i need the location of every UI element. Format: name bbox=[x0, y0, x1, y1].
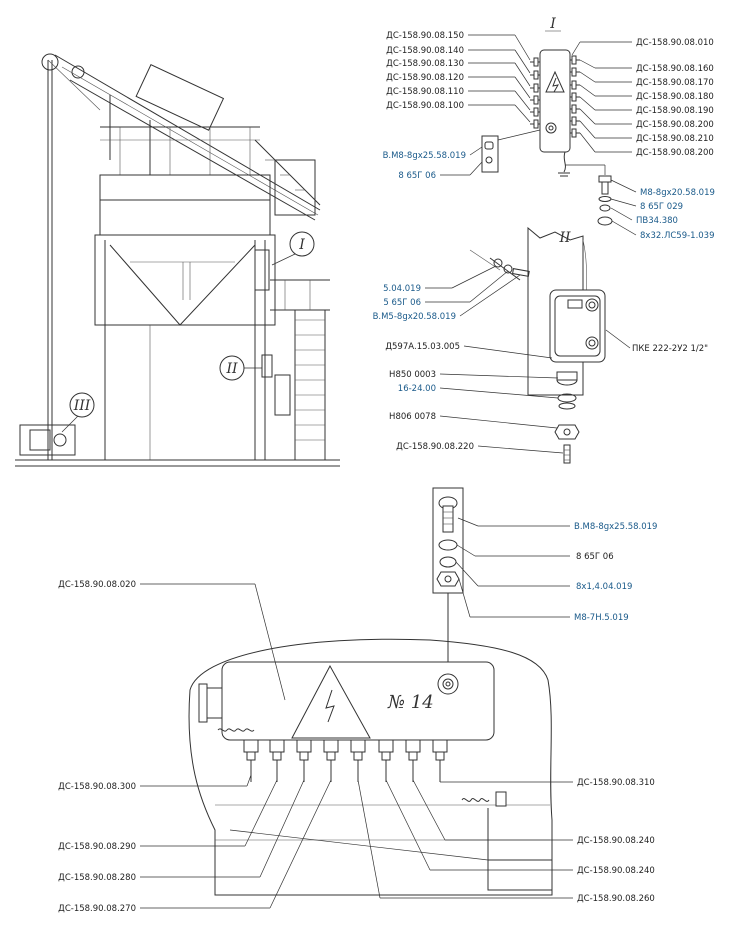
label-ds200a: ДС-158.90.08.200 bbox=[636, 120, 714, 130]
label-n850: Н850 0003 bbox=[389, 370, 436, 380]
label-ds010: ДС-158.90.08.010 bbox=[636, 38, 714, 48]
label-pv34: ПВ34.380 bbox=[636, 216, 678, 226]
callout-iii: III bbox=[73, 398, 91, 414]
label-504: 5.04.019 bbox=[383, 284, 421, 294]
label-565g06: 5 65Г 06 bbox=[383, 298, 421, 308]
label-ds130: ДС-158.90.08.130 bbox=[386, 59, 464, 69]
label-ds120: ДС-158.90.08.120 bbox=[386, 73, 464, 83]
label-865g029: 8 65Г 029 bbox=[640, 202, 683, 212]
label-8x32: 8х32.ЛС59-1.039 bbox=[640, 231, 715, 241]
label-865g06-mid: 8 65Г 06 bbox=[576, 552, 614, 562]
label-ds180: ДС-158.90.08.180 bbox=[636, 92, 714, 102]
label-m8-20: М8-8gх20.58.019 bbox=[640, 188, 715, 198]
label-ds240a: ДС-158.90.08.240 bbox=[577, 836, 655, 846]
label-ds200b: ДС-158.90.08.200 bbox=[636, 148, 714, 158]
view-iii-leaders bbox=[140, 583, 573, 909]
view-i-leaders-right bbox=[571, 41, 637, 236]
view-ii-title: II bbox=[558, 230, 571, 246]
label-ds190: ДС-158.90.08.190 bbox=[636, 106, 714, 116]
label-ds280: ДС-158.90.08.280 bbox=[58, 873, 136, 883]
grounding-bolt-stack bbox=[432, 487, 570, 672]
connector-pins bbox=[243, 739, 448, 782]
label-vm5-20: В.М5-8gх20.58.019 bbox=[373, 312, 456, 322]
label-ds290: ДС-158.90.08.290 bbox=[58, 842, 136, 852]
view-ii-leaders bbox=[425, 265, 631, 454]
label-ds220: ДС-158.90.08.220 bbox=[396, 442, 474, 452]
label-ds310: ДС-158.90.08.310 bbox=[577, 778, 655, 788]
label-ds100: ДС-158.90.08.100 bbox=[386, 101, 464, 111]
label-ds150: ДС-158.90.08.150 bbox=[386, 31, 464, 41]
label-ds140: ДС-158.90.08.140 bbox=[386, 46, 464, 56]
label-865g06-top: 8 65Г 06 bbox=[398, 171, 436, 181]
label-n806: Н806 0078 bbox=[389, 412, 436, 422]
label-ds300: ДС-158.90.08.300 bbox=[58, 782, 136, 792]
view-i-leaders-left bbox=[468, 34, 531, 123]
label-vm8-25-mid: В.М8-8gх25.58.019 bbox=[574, 522, 657, 532]
label-ds240b: ДС-158.90.08.240 bbox=[577, 866, 655, 876]
view-ii-assembly bbox=[469, 226, 606, 464]
label-d597: Д597А.15.03.005 bbox=[385, 342, 460, 352]
label-8x1: 8х1,4.04.019 bbox=[576, 582, 632, 592]
label-ds160: ДС-158.90.08.160 bbox=[636, 64, 714, 74]
callout-i: I bbox=[298, 237, 305, 253]
label-ds110: ДС-158.90.08.110 bbox=[386, 87, 464, 97]
plant-elevation bbox=[15, 53, 340, 467]
label-vm8-25-top: В.М8-8gх25.58.019 bbox=[383, 151, 466, 161]
label-pke: ПКЕ 222-2У2 1/2" bbox=[632, 344, 708, 354]
label-1624: 16-24.00 bbox=[398, 384, 436, 394]
view-i-title: I bbox=[549, 16, 556, 32]
callout-ii: II bbox=[225, 361, 238, 377]
label-ds170: ДС-158.90.08.170 bbox=[636, 78, 714, 88]
label-ds260: ДС-158.90.08.260 bbox=[577, 894, 655, 904]
label-ds270: ДС-158.90.08.270 bbox=[58, 904, 136, 914]
label-ds210: ДС-158.90.08.210 bbox=[636, 134, 714, 144]
box-number: № 14 bbox=[387, 692, 434, 713]
view-i-connector-box bbox=[481, 49, 613, 226]
label-m87h: М8-7Н.5.019 bbox=[574, 613, 629, 623]
label-ds020: ДС-158.90.08.020 bbox=[58, 580, 136, 590]
view-iii-enclosure: № 14 bbox=[188, 638, 553, 896]
